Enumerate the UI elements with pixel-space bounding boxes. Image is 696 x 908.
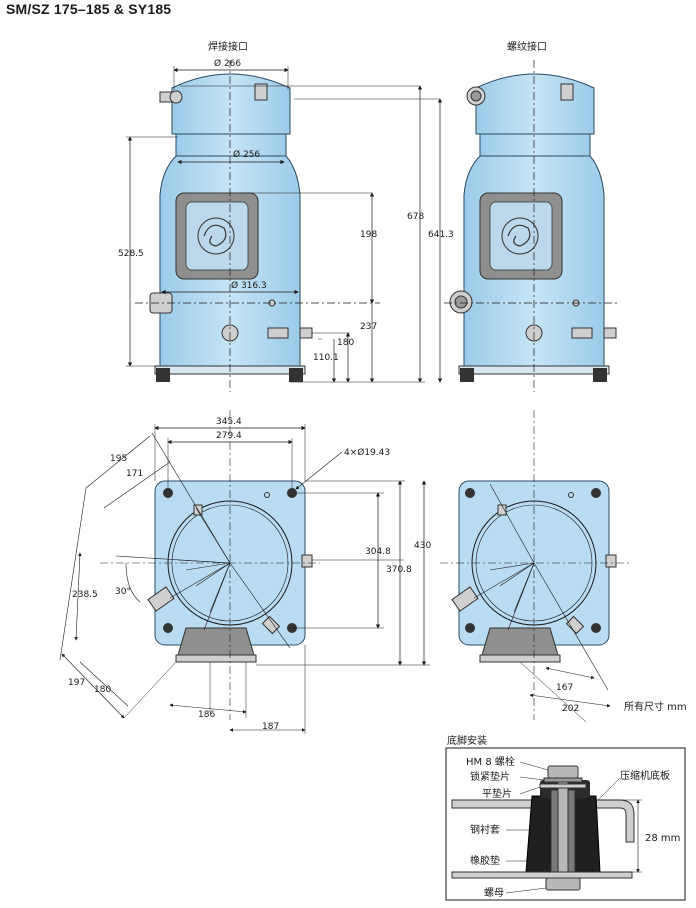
- dim-187: 187: [262, 722, 279, 732]
- label-lock-washer: 锁紧垫片: [470, 770, 510, 783]
- label-nut: 螺母: [484, 887, 504, 899]
- dim-holes: 4×Ø19.43: [344, 447, 390, 458]
- dim-202: 202: [562, 704, 579, 714]
- dim-180-plan: 180: [94, 685, 111, 695]
- dim-shell-diameter: Ø 256: [233, 149, 260, 160]
- label-steel-sleeve: 钢衬套: [470, 823, 500, 836]
- label-bolt: HM 8 螺栓: [466, 755, 515, 768]
- dim-304: 304.8: [365, 547, 391, 557]
- dim-641: 641.3: [428, 230, 454, 240]
- dim-370: 370.8: [386, 565, 412, 575]
- dim-110: 110.1: [313, 353, 339, 363]
- welded-connection-label: 焊接接口: [208, 40, 248, 53]
- dim-base-diameter: Ø 316.3: [231, 280, 267, 291]
- plan-view-threaded: 167 202: [440, 410, 630, 723]
- threaded-connection-label: 螺纹接口: [507, 40, 547, 53]
- front-view-welded: 焊接接口: [118, 40, 454, 392]
- label-rubber-grommet: 橡胶垫: [470, 854, 500, 867]
- dim-237: 237: [360, 322, 377, 332]
- dim-197: 197: [68, 678, 85, 688]
- dim-528: 528.5: [118, 249, 144, 259]
- label-flat-washer: 平垫片: [482, 787, 512, 800]
- dim-198: 198: [360, 230, 377, 240]
- dim-345: 345.4: [216, 417, 242, 427]
- plan-view-welded: 345.4 279.4 4×Ø19.43 195 171 304.8 370.8: [59, 410, 431, 734]
- label-base-plate: 压缩机底板: [620, 769, 670, 782]
- dim-279: 279.4: [216, 431, 242, 441]
- dim-167: 167: [556, 683, 573, 693]
- dim-195: 195: [110, 454, 127, 464]
- dim-180: 180: [337, 338, 354, 348]
- page-title: SM/SZ 175–185 & SY185: [6, 1, 172, 17]
- dim-top-diameter: Ø 266: [214, 58, 241, 69]
- dim-angle: 30°: [115, 587, 131, 597]
- dim-430: 430: [414, 541, 431, 551]
- units-note: 所有尺寸 mm: [624, 700, 687, 713]
- mounting-title: 底脚安装: [447, 734, 487, 747]
- dim-171: 171: [126, 469, 143, 479]
- mounting-detail: 底脚安装: [445, 734, 686, 901]
- dim-678: 678: [407, 212, 424, 222]
- front-view-threaded: 螺纹接口: [444, 40, 620, 392]
- label-height: 28 mm: [645, 833, 680, 844]
- dim-186: 186: [198, 710, 215, 720]
- dim-238: 238.5: [72, 590, 98, 600]
